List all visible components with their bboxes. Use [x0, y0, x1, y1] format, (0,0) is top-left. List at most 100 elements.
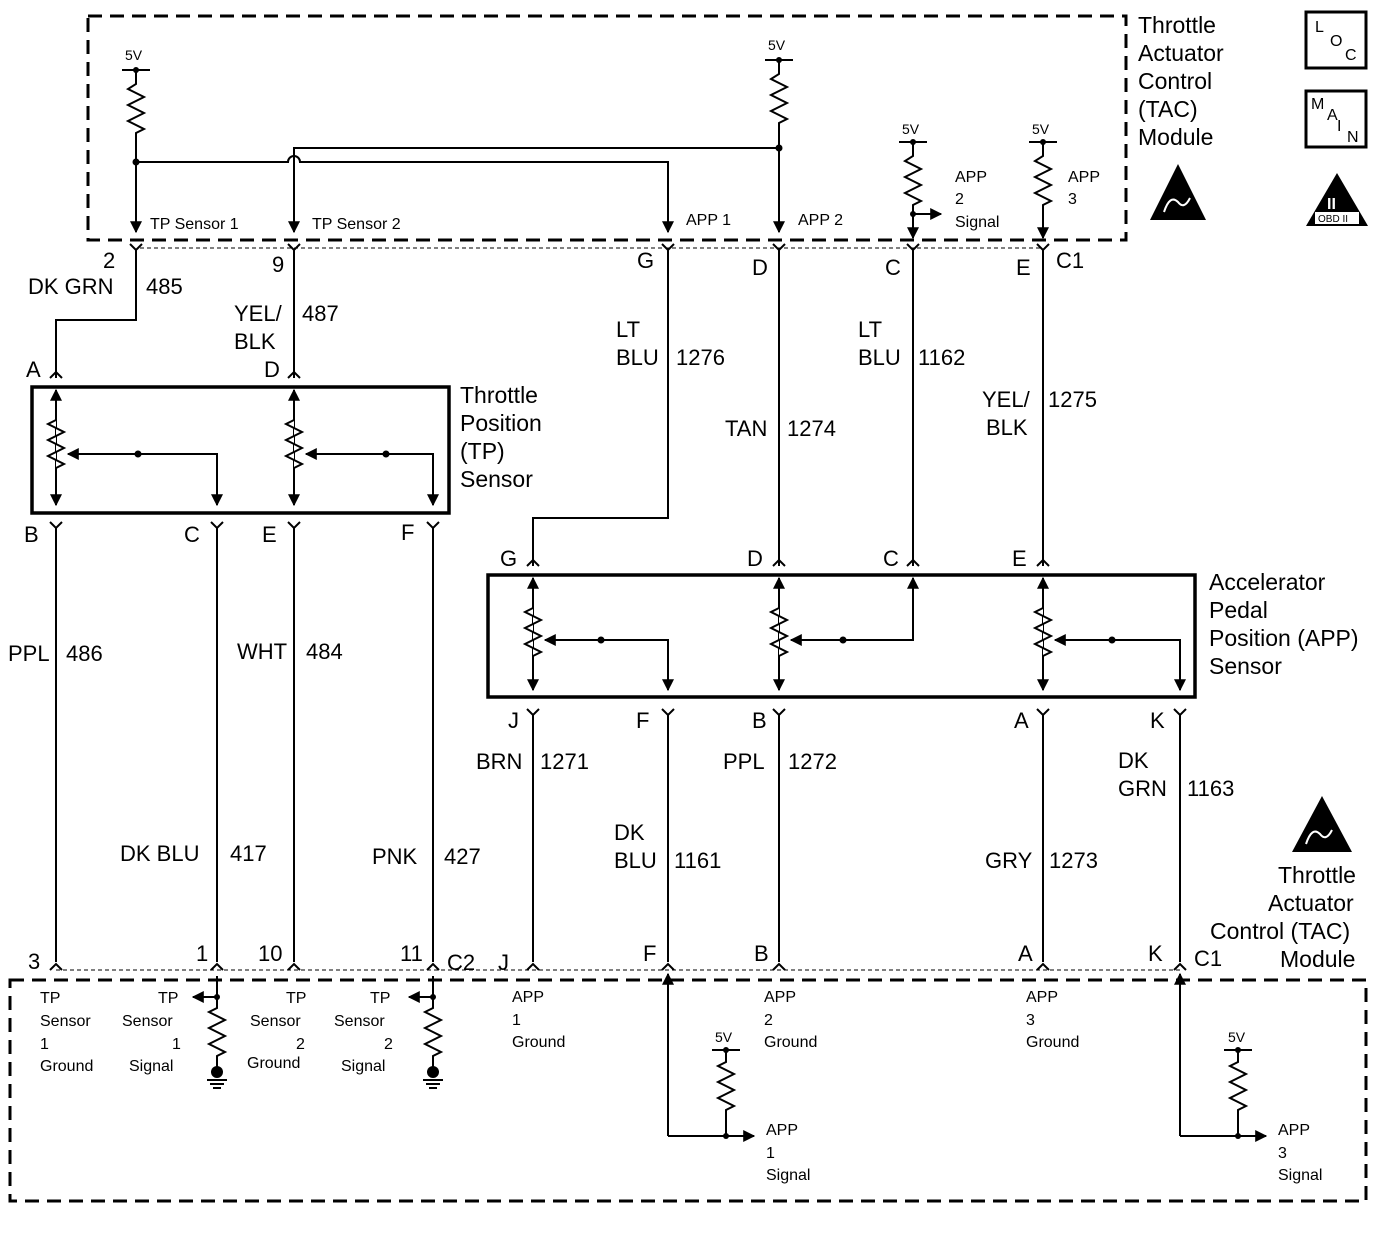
app-sensor: Accelerator Pedal Position (APP) Sensor [486, 569, 1359, 699]
app-pullup-resistor: 5V [765, 37, 793, 148]
svg-text:BLK: BLK [234, 329, 276, 354]
svg-text:C2: C2 [447, 950, 475, 975]
svg-text:Throttle: Throttle [1138, 12, 1216, 38]
tac-top-title: Throttle Actuator Control (TAC) Module [1138, 12, 1224, 150]
svg-text:APP: APP [1278, 1122, 1310, 1139]
svg-text:TP Sensor 1: TP Sensor 1 [150, 216, 239, 233]
svg-text:(TAC): (TAC) [1138, 96, 1198, 122]
svg-text:BLU: BLU [858, 345, 901, 370]
svg-text:1: 1 [172, 1036, 181, 1053]
svg-text:E: E [1012, 546, 1027, 571]
svg-text:1275: 1275 [1048, 387, 1097, 412]
main-icon: M A I N [1304, 89, 1368, 149]
svg-text:Signal: Signal [129, 1058, 173, 1075]
svg-text:PNK: PNK [372, 844, 418, 869]
svg-text:F: F [401, 520, 414, 545]
svg-text:D: D [752, 255, 768, 280]
svg-text:5V: 5V [125, 47, 143, 63]
svg-text:5V: 5V [715, 1029, 733, 1045]
svg-text:C: C [885, 255, 901, 280]
svg-text:M: M [1311, 96, 1324, 113]
svg-text:1: 1 [766, 1145, 775, 1162]
svg-text:DK: DK [1118, 748, 1149, 773]
svg-text:2: 2 [103, 248, 115, 273]
svg-text:G: G [637, 248, 654, 273]
svg-text:427: 427 [444, 844, 481, 869]
svg-text:GRN: GRN [1118, 776, 1167, 801]
svg-text:1276: 1276 [676, 345, 725, 370]
svg-text:L: L [1315, 19, 1324, 36]
svg-text:II: II [1327, 196, 1336, 213]
svg-text:APP: APP [512, 989, 544, 1006]
svg-text:Actuator: Actuator [1138, 40, 1224, 66]
svg-text:C: C [883, 546, 899, 571]
svg-text:2: 2 [955, 191, 964, 208]
svg-text:I: I [1337, 118, 1341, 135]
svg-text:K: K [1148, 941, 1163, 966]
svg-text:B: B [752, 708, 767, 733]
top-connector-pins: 2 9 G D C E C1 [103, 248, 1084, 280]
svg-text:1162: 1162 [918, 345, 965, 370]
svg-text:C1: C1 [1194, 946, 1222, 971]
svg-text:LT: LT [858, 317, 882, 342]
svg-text:2: 2 [296, 1036, 305, 1053]
svg-text:TP: TP [158, 990, 178, 1007]
svg-text:Position (APP): Position (APP) [1209, 625, 1359, 651]
svg-text:Module: Module [1280, 946, 1355, 972]
svg-text:A: A [1018, 941, 1033, 966]
app2-signal-resistor: 5V APP 2 Signal [899, 121, 999, 240]
svg-text:APP 2: APP 2 [798, 212, 843, 229]
svg-text:B: B [754, 941, 769, 966]
svg-text:3: 3 [1026, 1012, 1035, 1029]
svg-text:10: 10 [258, 941, 282, 966]
svg-text:Ground: Ground [40, 1058, 93, 1075]
app3-pullup-resistor: 5V APP 3 [1029, 121, 1100, 240]
svg-text:486: 486 [66, 641, 103, 666]
svg-text:1161: 1161 [674, 848, 721, 873]
tp-sensor-box [30, 385, 451, 515]
svg-text:A: A [1014, 708, 1029, 733]
svg-text:1: 1 [196, 941, 208, 966]
svg-text:PPL: PPL [723, 749, 765, 774]
svg-text:Sensor: Sensor [1209, 653, 1282, 679]
svg-text:C: C [1345, 47, 1357, 64]
svg-text:BLU: BLU [614, 848, 657, 873]
svg-text:1: 1 [40, 1036, 49, 1053]
svg-text:PPL: PPL [8, 641, 50, 666]
svg-text:TP: TP [40, 990, 60, 1007]
svg-text:BLU: BLU [616, 345, 659, 370]
svg-text:487: 487 [302, 301, 339, 326]
svg-text:417: 417 [230, 841, 267, 866]
svg-text:D: D [747, 546, 763, 571]
svg-text:Throttle: Throttle [1278, 862, 1356, 888]
svg-text:5V: 5V [902, 121, 920, 137]
svg-text:A: A [1327, 107, 1338, 124]
svg-text:C1: C1 [1056, 248, 1084, 273]
svg-text:WHT: WHT [237, 639, 287, 664]
svg-text:Pedal: Pedal [1209, 597, 1268, 623]
svg-text:3: 3 [1278, 1145, 1287, 1162]
svg-text:Throttle: Throttle [460, 382, 538, 408]
svg-text:1273: 1273 [1049, 848, 1098, 873]
svg-text:3: 3 [1068, 191, 1077, 208]
bottom-pin-marks [49, 962, 1187, 971]
svg-text:11: 11 [400, 941, 423, 966]
wire-1276 [532, 250, 669, 566]
svg-text:Sensor: Sensor [40, 1013, 91, 1030]
svg-text:1274: 1274 [787, 416, 836, 441]
tp1-pullup-resistor: 5V [122, 47, 150, 160]
svg-text:Actuator: Actuator [1268, 890, 1354, 916]
svg-text:3: 3 [28, 949, 40, 974]
svg-text:2: 2 [764, 1012, 773, 1029]
svg-text:APP: APP [955, 169, 987, 186]
svg-text:TP Sensor 2: TP Sensor 2 [312, 216, 401, 233]
svg-text:K: K [1150, 708, 1165, 733]
loc-icon: L O C [1304, 10, 1368, 70]
top-pin-marks [129, 243, 1050, 252]
svg-text:DK BLU: DK BLU [120, 841, 199, 866]
svg-text:9: 9 [272, 252, 284, 277]
svg-text:Signal: Signal [955, 214, 999, 231]
svg-text:(TP): (TP) [460, 438, 505, 464]
svg-text:E: E [1016, 255, 1031, 280]
svg-text:1163: 1163 [1187, 776, 1234, 801]
